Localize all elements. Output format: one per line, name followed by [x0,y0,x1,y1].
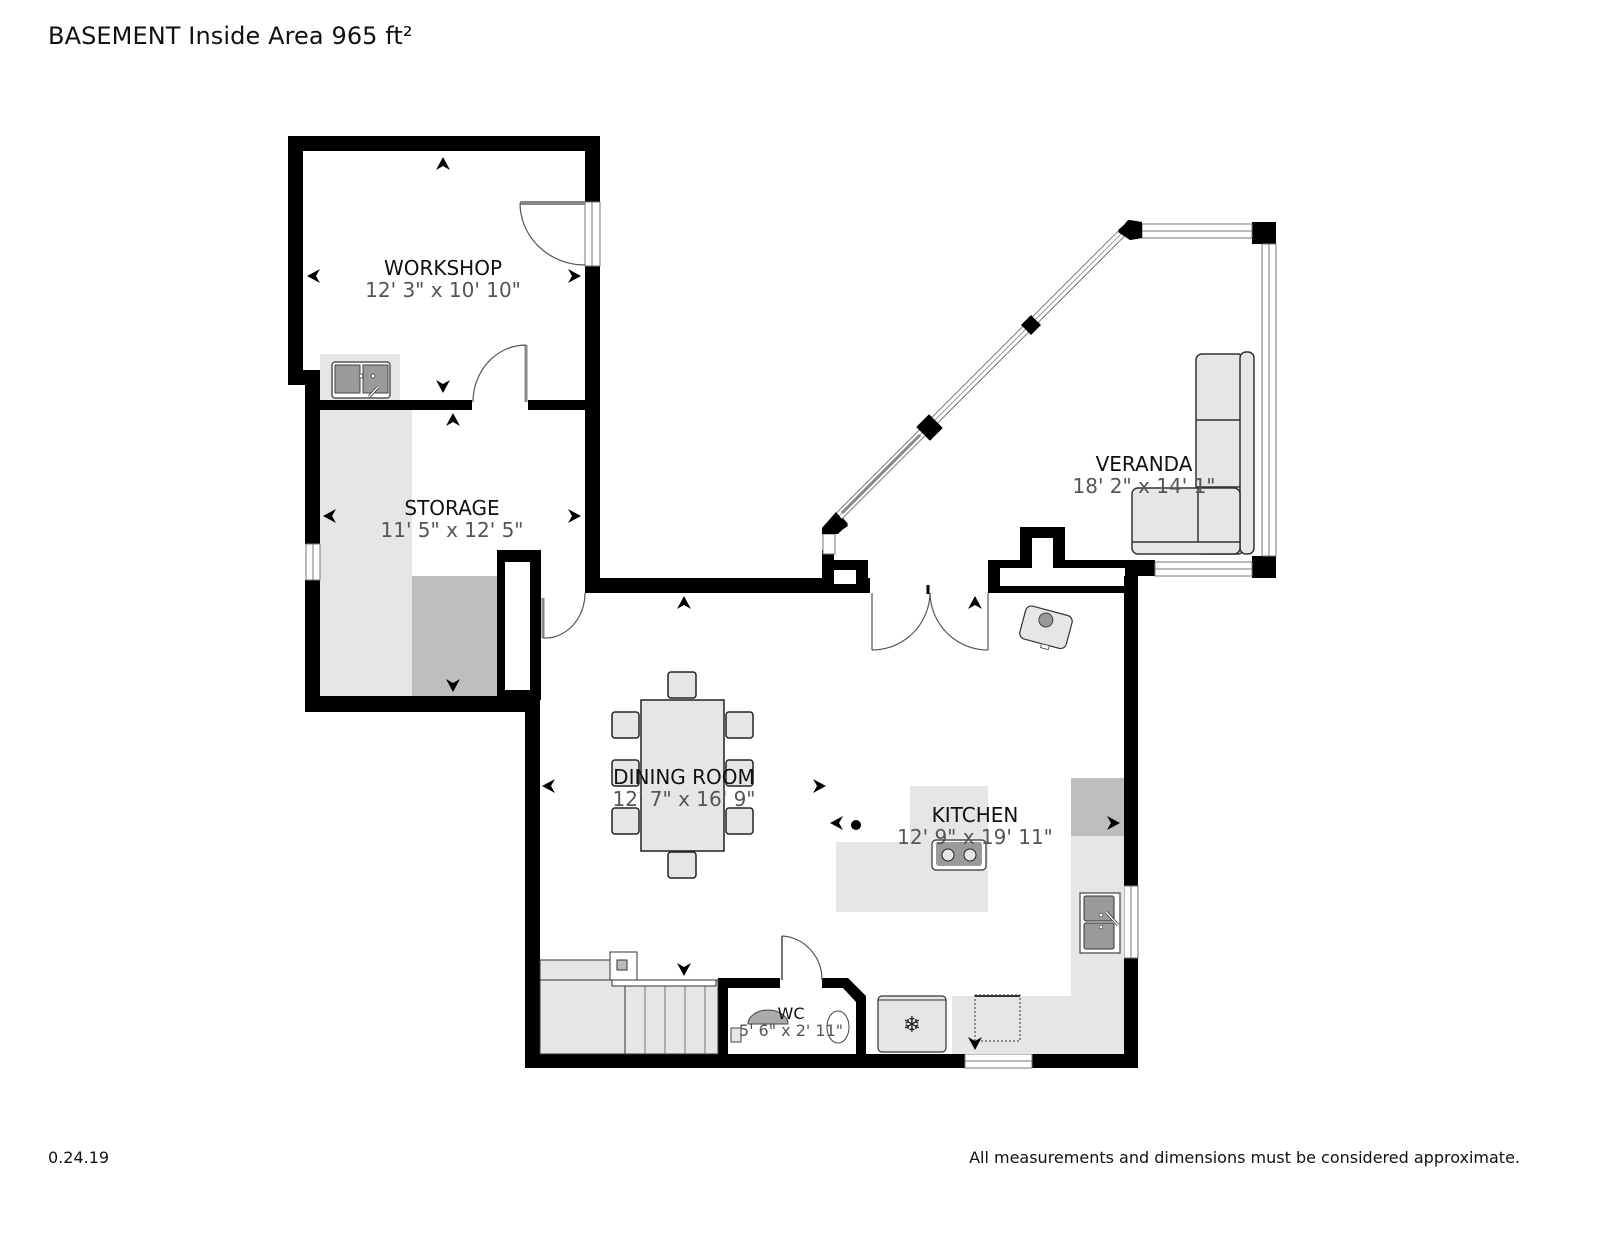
room-dimensions: 12' 3" x 10' 10" [365,277,521,302]
room-dimensions: 18' 2" x 14' 1" [1072,473,1216,498]
room-dimensions: 5' 6" x 2' 11" [738,1021,844,1041]
windows [305,201,1277,1069]
room-dimensions: 12' 7" x 16' 9" [612,786,756,811]
room-name: STORAGE [404,496,500,520]
room-name: KITCHEN [931,803,1019,827]
boiler-icon [1019,605,1073,651]
storage-shelving [320,410,498,696]
toilet-icon [730,1009,789,1043]
kitchen-sink-icon [1079,892,1121,954]
room-label-dining-room: DINING ROOM 12' 7" x 16' 9" [612,765,756,811]
disclaimer-text: All measurements and dimensions must be … [969,1148,1520,1167]
dishwasher-icon [974,994,1021,1042]
room-label-storage: STORAGE 11' 5" x 12' 5" [380,496,524,542]
room-dimensions: 12' 9" x 19' 11" [897,824,1053,849]
room-label-workshop: WORKSHOP 12' 3" x 10' 10" [365,256,521,302]
view-arrows [307,157,1120,1050]
dining-table-icon [611,671,754,879]
staircase-icon [539,951,719,1055]
room-name: VERANDA [1095,452,1193,476]
walls [288,136,1276,1068]
washbasin-icon [826,1010,850,1044]
sofa-icon [1131,351,1255,555]
room-name: DINING ROOM [613,765,755,789]
room-label-kitchen: KITCHEN 12' 9" x 19' 11" [897,803,1053,849]
diagonal-window [834,229,1126,521]
svg-text:❄: ❄ [903,1013,921,1038]
room-label-veranda: VERANDA 18' 2" x 14' 1" [1072,452,1216,498]
version-label: 0.24.19 [48,1148,110,1167]
refrigerator-icon: ❄ [877,995,947,1053]
workshop-sink-icon [320,354,400,400]
cooktop-icon [931,839,987,871]
floor-title: BASEMENT Inside Area 965 ft² [48,22,413,50]
room-label-wc: WC 5' 6" x 2' 11" [739,1005,843,1040]
room-dimensions: 11' 5" x 12' 5" [380,517,524,542]
doors [472,201,989,981]
room-name: WORKSHOP [383,256,503,280]
room-name: WC [777,1004,805,1023]
